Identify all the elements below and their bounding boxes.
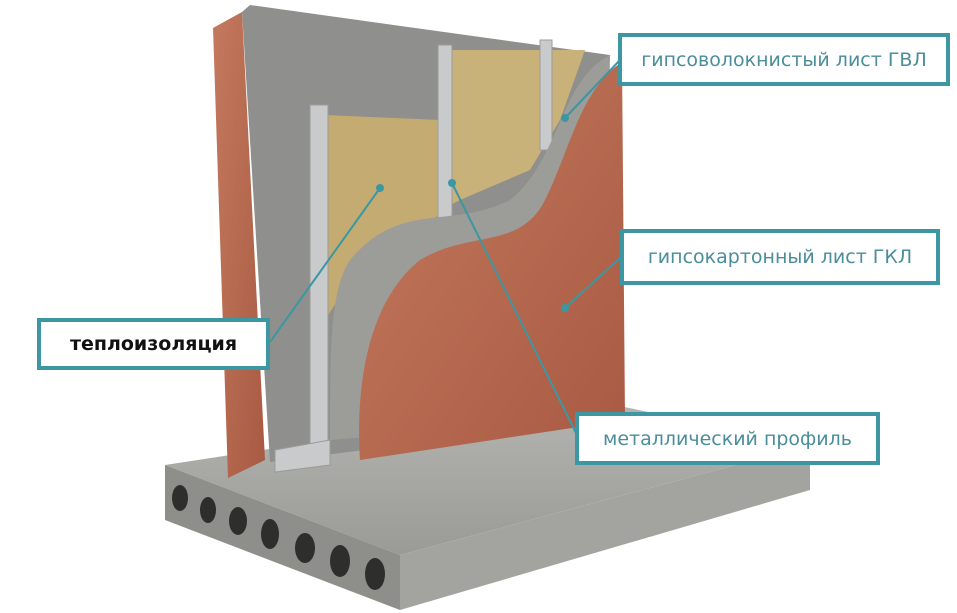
label-metal-profile: металлический профиль	[575, 412, 880, 465]
label-gkl: гипсокартонный лист ГКЛ	[620, 229, 940, 285]
callout-pointers	[269, 59, 621, 436]
metal-profiles	[274, 39, 553, 473]
brick-facing	[359, 62, 625, 460]
floor-slab-side	[400, 445, 810, 610]
slab-holes	[172, 485, 385, 590]
label-gvl: гипсоволокнистый лист ГВЛ	[618, 33, 950, 86]
label-insulation: теплоизоляция	[37, 318, 270, 370]
